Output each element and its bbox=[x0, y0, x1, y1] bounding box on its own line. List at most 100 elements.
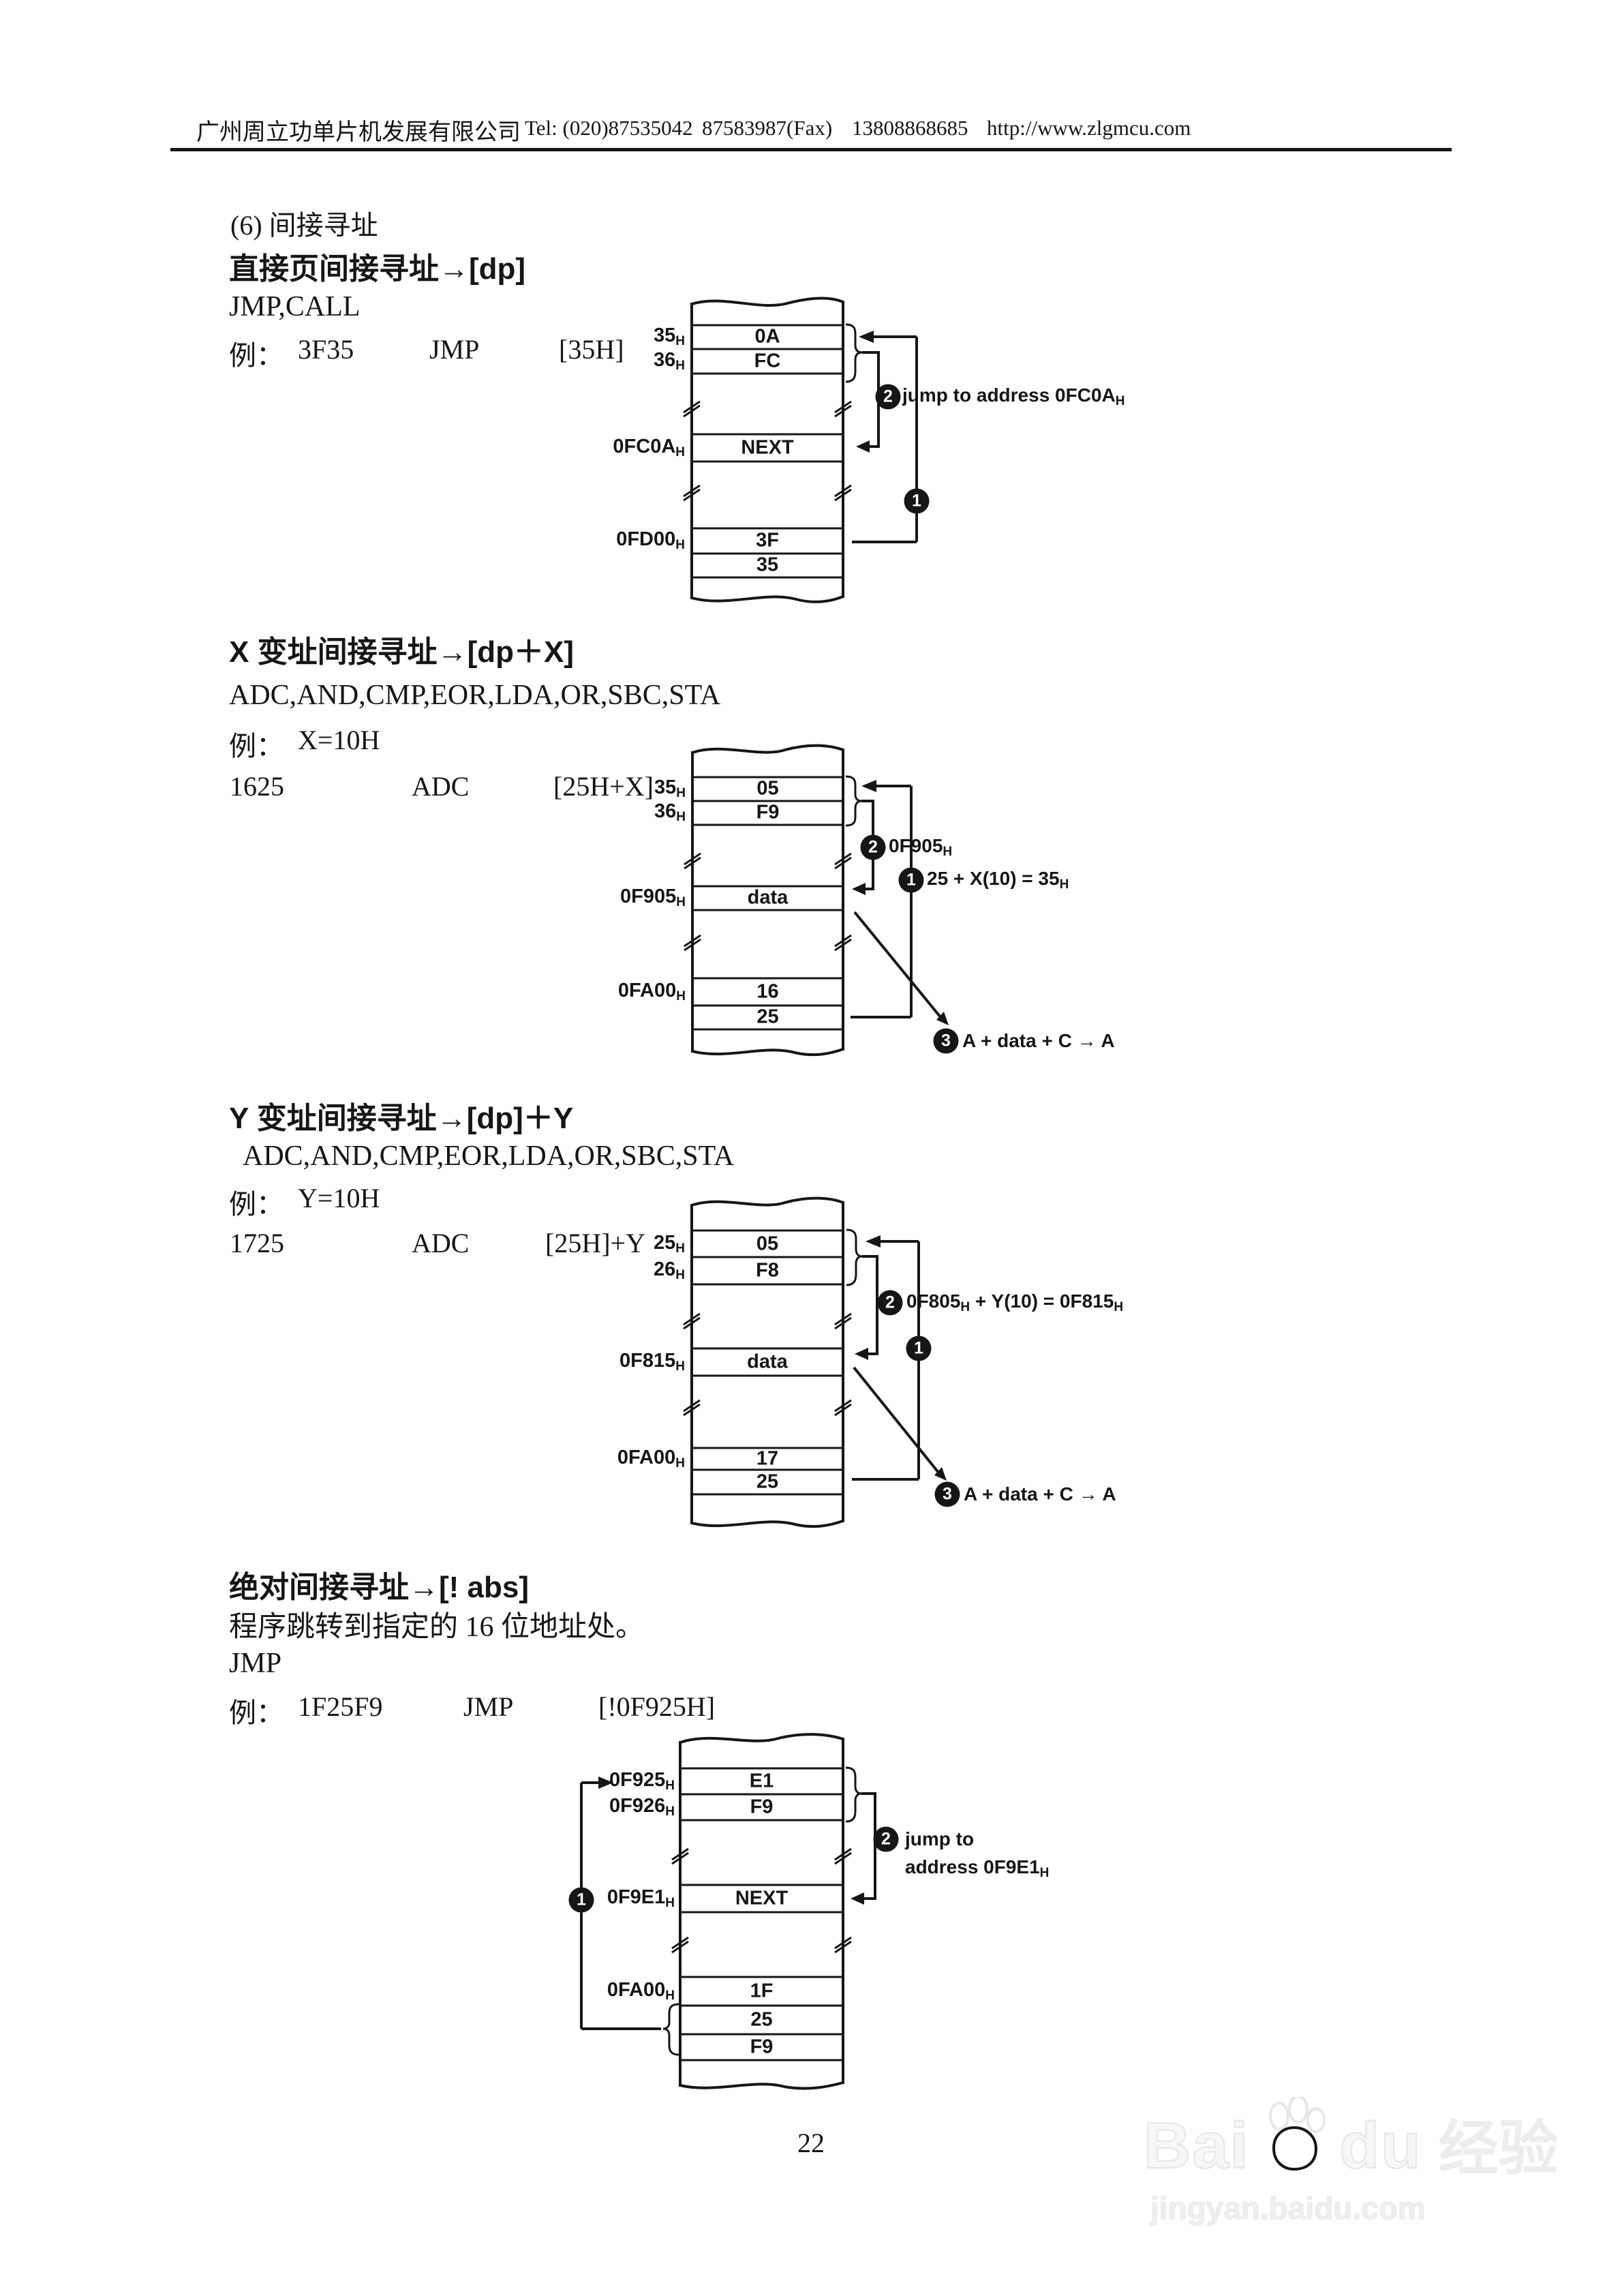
d3-cell-1: F8 bbox=[756, 1259, 779, 1282]
d1-step1-badge: 1 bbox=[904, 488, 930, 514]
d1-cell-3: 3F bbox=[756, 529, 779, 552]
s4-mnemonics: JMP bbox=[229, 1648, 282, 1679]
s2-op: ADC bbox=[412, 771, 470, 802]
header-website: http://www.zlgmcu.com bbox=[987, 116, 1191, 140]
d1-jump-arrow bbox=[852, 331, 918, 543]
header-tel: Tel: (020)87535042 bbox=[525, 116, 693, 140]
d2-addr-2: 0F905H bbox=[620, 886, 686, 909]
subscript-h: H bbox=[675, 445, 685, 459]
s1-example-code: 3F35 bbox=[298, 334, 354, 365]
subscript-h: H bbox=[675, 1359, 685, 1374]
d3-addr-2: 0F815H bbox=[619, 1350, 685, 1374]
d4-addr-0: 0F925H bbox=[609, 1769, 675, 1793]
d2-cell-1: F9 bbox=[756, 801, 780, 824]
d2-cell-4: 25 bbox=[756, 1006, 779, 1028]
d4-pointer-brace-right bbox=[845, 1766, 862, 1823]
d3-addr-1: 26H bbox=[654, 1258, 685, 1282]
header-phone: 13808868685 bbox=[852, 116, 968, 140]
subscript-h: H bbox=[1059, 877, 1069, 892]
d4-cell-5: F9 bbox=[750, 2036, 774, 2058]
subscript-h: H bbox=[943, 845, 953, 859]
watermark-logo-row: Bai du 经验 bbox=[1143, 2097, 1559, 2182]
d3-jump-arrow bbox=[852, 1235, 920, 1481]
d4-operand-brace-left bbox=[662, 2003, 679, 2056]
d4-cell-1: F9 bbox=[750, 1796, 774, 1818]
d3-target-arrow bbox=[855, 1255, 878, 1360]
s4-example-op: JMP bbox=[463, 1691, 514, 1722]
subscript-h: H bbox=[675, 538, 685, 552]
subscript-h: H bbox=[675, 1456, 685, 1470]
d1-addr-2: 0FC0AH bbox=[613, 436, 685, 459]
subscript-h: H bbox=[675, 359, 685, 373]
s3-arg: [25H]+Y bbox=[545, 1228, 645, 1258]
diagram-x-indexed-indirect: 35H 36H 0F905H 0FA00H 05 F9 data 16 25 2… bbox=[600, 736, 1179, 1077]
d1-cell-4: 35 bbox=[756, 554, 779, 576]
d1-step2-badge: 2 bbox=[875, 384, 901, 410]
page-number: 22 bbox=[797, 2128, 825, 2158]
subscript-h: H bbox=[676, 989, 686, 1003]
d4-step1-badge: 1 bbox=[568, 1887, 594, 1913]
d2-step2-badge: 2 bbox=[860, 834, 886, 860]
s2-arg: [25H+X] bbox=[553, 771, 654, 802]
d3-step2-note: 0F805H + Y(10) = 0F815H bbox=[906, 1290, 1124, 1314]
d4-cell-4: 25 bbox=[750, 2008, 773, 2031]
subscript-h: H bbox=[675, 1268, 685, 1282]
d4-cell-3: 1F bbox=[750, 1980, 774, 2002]
d2-step3-note: A + data + C → A bbox=[962, 1030, 1115, 1051]
subscript-h: H bbox=[665, 1989, 675, 2003]
d4-step2-badge: 2 bbox=[873, 1826, 899, 1852]
d1-addr-1: 36H bbox=[654, 349, 685, 373]
subscript-h: H bbox=[675, 1241, 685, 1256]
d3-addr-0: 25H bbox=[654, 1232, 685, 1256]
d1-pointer-brace bbox=[845, 323, 863, 383]
subscript-h: H bbox=[665, 1896, 675, 1910]
watermark-du-text: du bbox=[1338, 2109, 1422, 2182]
d3-step3-badge: 3 bbox=[934, 1481, 960, 1507]
d2-cell-3: 16 bbox=[756, 980, 779, 1003]
d4-step2-note-line2: address 0F9E1H bbox=[905, 1856, 1050, 1880]
d2-cell-2: data bbox=[747, 886, 789, 909]
diagram-absolute-indirect: 0F925H 0F926H 0F9E1H 0FA00H E1 F9 NEXT 1… bbox=[559, 1718, 1090, 2100]
d4-jump-arrow bbox=[851, 1792, 876, 1905]
s2-example-value: X=10H bbox=[298, 725, 380, 755]
s3-mnemonics: ADC,AND,CMP,EOR,LDA,OR,SBC,STA bbox=[243, 1141, 735, 1172]
s4-example-code: 1F25F9 bbox=[298, 1691, 383, 1722]
d4-memory-column bbox=[671, 1733, 852, 2090]
d2-step1-badge: 1 bbox=[898, 867, 924, 893]
d3-linework bbox=[683, 1196, 947, 1528]
s2-heading: X 变址间接寻址→[dp＋X] bbox=[229, 635, 574, 669]
d3-cell-0: 05 bbox=[756, 1233, 779, 1255]
d1-cell-0: 0A bbox=[754, 325, 780, 348]
d1-linework bbox=[683, 297, 918, 603]
watermark-jingyan-text: 经验 bbox=[1438, 2115, 1559, 2182]
subscript-h: H bbox=[675, 334, 685, 348]
s1-example-op: JMP bbox=[429, 334, 480, 365]
s4-example-arg: [!0F925H] bbox=[598, 1691, 716, 1722]
watermark-url: jingyan.baidu.com bbox=[1150, 2190, 1426, 2226]
d2-step3-badge: 3 bbox=[933, 1028, 959, 1054]
d2-jump-arrow bbox=[851, 780, 913, 1018]
d1-memory-column bbox=[683, 297, 852, 603]
subscript-h: H bbox=[1039, 1866, 1050, 1880]
header-fax: 87583987(Fax) bbox=[702, 116, 833, 140]
s1-example-arg: [35H] bbox=[559, 334, 624, 365]
company-name: 广州周立功单片机发展有限公司 bbox=[196, 120, 521, 145]
baidu-jingyan-watermark: Bai du 经验 jingyan.baidu.com bbox=[1143, 2097, 1559, 2226]
d2-linework bbox=[684, 744, 949, 1057]
d4-addr-1: 0F926H bbox=[609, 1795, 675, 1819]
s3-code: 1725 bbox=[230, 1228, 284, 1258]
d4-cell-0: E1 bbox=[749, 1770, 774, 1792]
d2-addr-0: 35H bbox=[654, 776, 686, 800]
baidu-paw-icon bbox=[1269, 2097, 1326, 2171]
s1-example-label: 例： bbox=[229, 340, 284, 371]
d3-step3-note: A + data + C → A bbox=[964, 1483, 1116, 1505]
s3-op: ADC bbox=[412, 1228, 470, 1258]
d3-addr-3: 0FA00H bbox=[617, 1447, 685, 1470]
d1-step2-note: jump to address 0FC0AH bbox=[902, 384, 1125, 408]
d3-data-arrow bbox=[853, 1366, 947, 1481]
s4-example-label: 例： bbox=[229, 1697, 284, 1728]
subscript-h: H bbox=[1115, 394, 1125, 408]
d4-cell-2: NEXT bbox=[735, 1887, 789, 1909]
d2-step1-note: 25 + X(10) = 35H bbox=[927, 868, 1069, 892]
